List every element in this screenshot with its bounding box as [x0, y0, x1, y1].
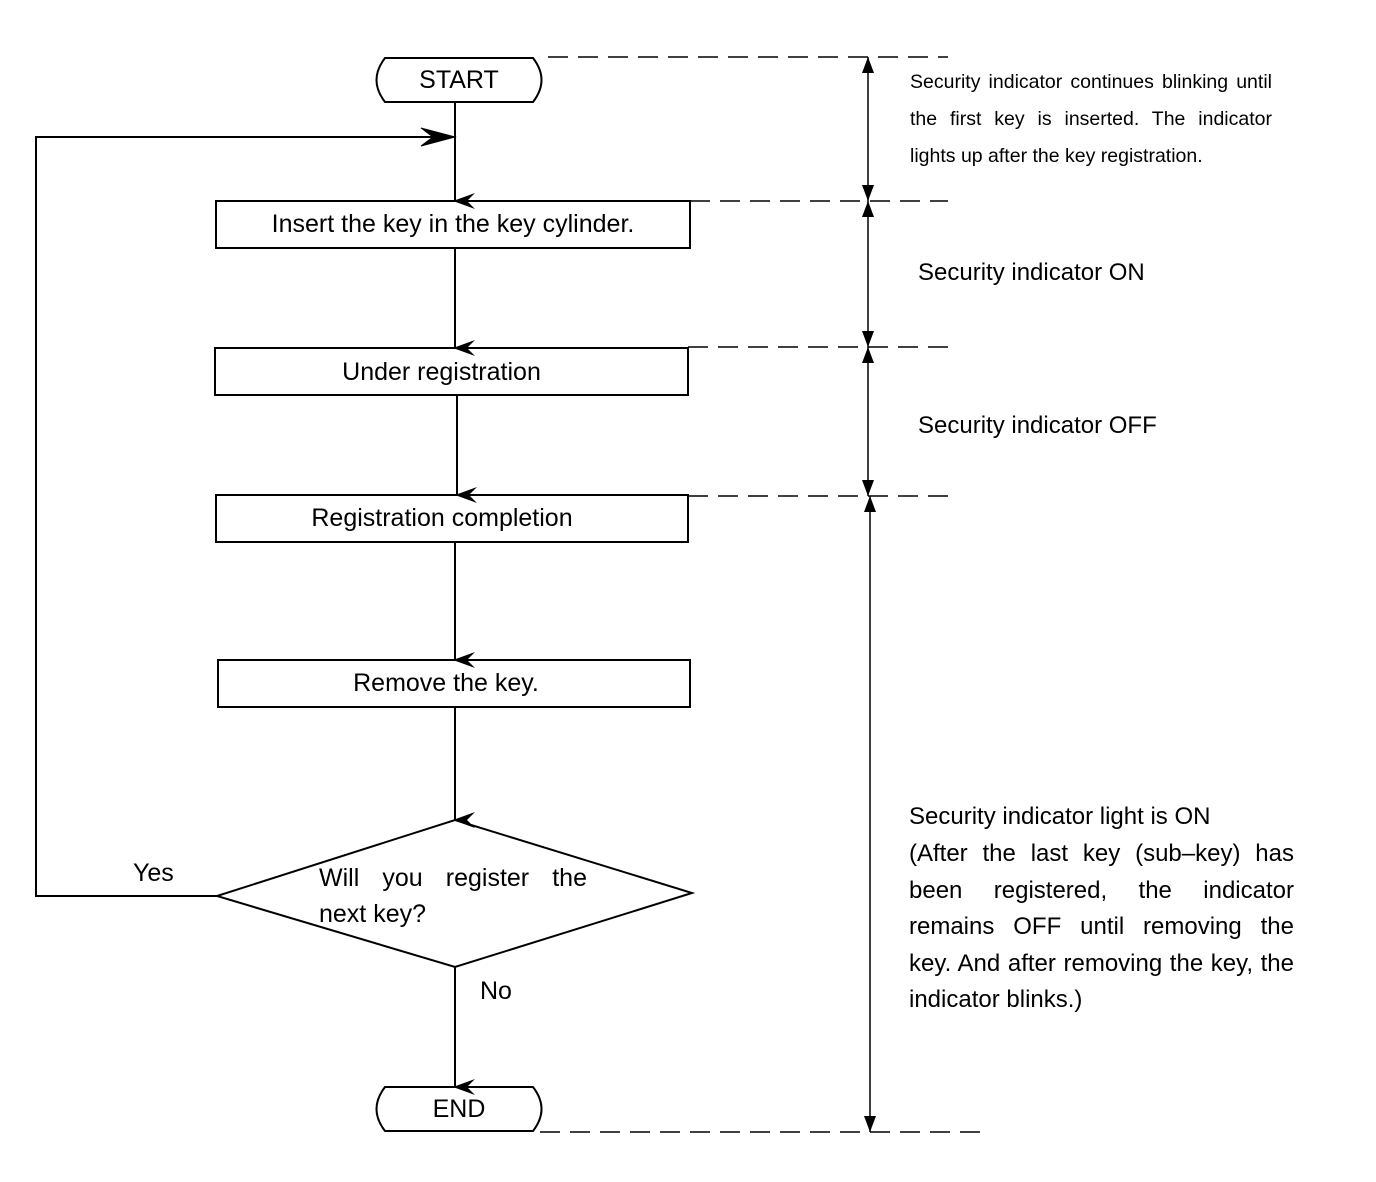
under-registration-label: Under registration	[342, 358, 541, 386]
insert-key-label: Insert the key in the key cylinder.	[271, 210, 635, 238]
start-terminal	[375, 57, 543, 103]
note-off: Security indicator OFF	[918, 412, 1157, 439]
yes-loop-arrowhead	[420, 127, 457, 147]
no-label: No	[480, 977, 512, 1005]
yes-label: Yes	[133, 859, 174, 887]
remove-key-label: Remove the key.	[353, 669, 539, 697]
end-terminal	[375, 1086, 543, 1132]
registration-completion-label: Registration completion	[311, 504, 573, 532]
note-light-on: Security indicator light is ON	[909, 803, 1211, 830]
note-on: Security indicator ON	[918, 259, 1145, 286]
registration-completion-box	[215, 494, 689, 543]
note-blinking: Security indicator continues blinking un…	[910, 71, 1272, 167]
under-registration-box	[214, 347, 689, 396]
note-light-on-detail: (After the last key (sub–key) has been r…	[909, 840, 1294, 1013]
end-label: END	[432, 1095, 486, 1123]
start-label: START	[419, 66, 499, 94]
decision-label: Will you register the next key?	[319, 864, 587, 928]
yes-loop-connector	[35, 136, 455, 897]
